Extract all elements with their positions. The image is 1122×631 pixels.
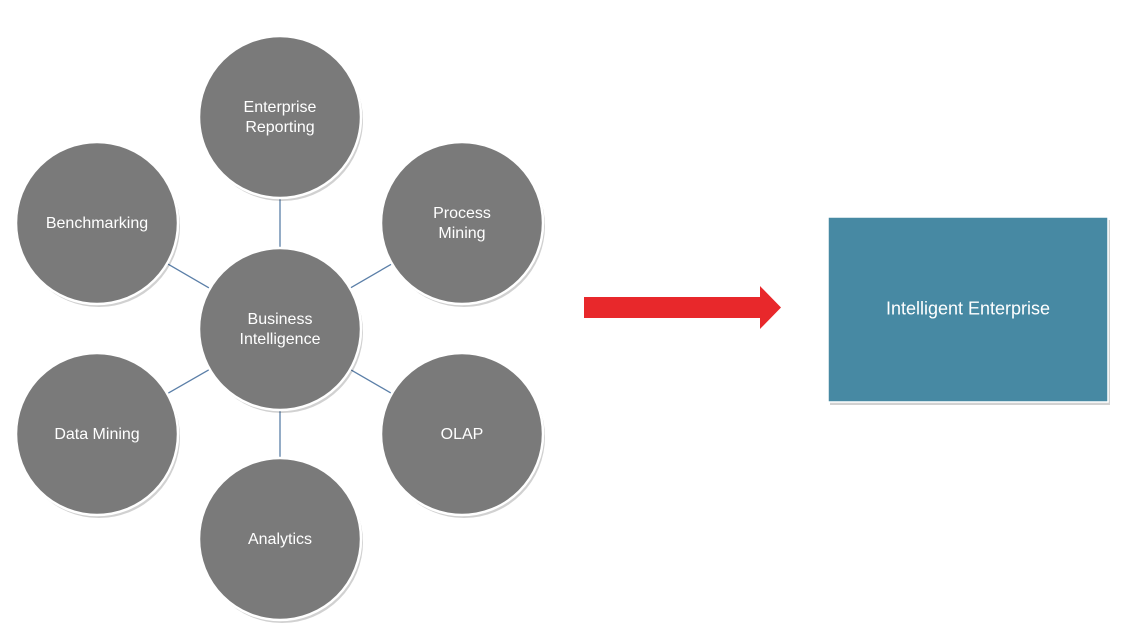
intelligent-enterprise-box: Intelligent Enterprise xyxy=(827,216,1110,405)
node-benchmarking-circle xyxy=(14,140,180,306)
node-benchmarking: Benchmarking xyxy=(14,140,180,307)
node-analytics-label-line-1: Analytics xyxy=(248,531,312,548)
connector-lines xyxy=(166,198,393,458)
node-olap-label-line-1: OLAP xyxy=(441,426,484,443)
node-analytics: Analytics xyxy=(197,456,363,623)
node-olap: OLAP xyxy=(379,351,545,518)
node-data-mining-label-line-1: Data Mining xyxy=(54,426,139,443)
node-enterprise-reporting-circle xyxy=(197,34,363,200)
node-business-intelligence-circle xyxy=(197,246,363,412)
node-process-mining-circle xyxy=(379,140,545,306)
node-enterprise-reporting-label-line-1: Enterprise xyxy=(244,99,317,116)
node-benchmarking-label-line-1: Benchmarking xyxy=(46,215,148,232)
node-process-mining-label-line-2: Mining xyxy=(438,225,485,242)
node-business-intelligence-label-line-1: Business xyxy=(248,311,313,328)
node-business-intelligence-label-line-2: Intelligence xyxy=(240,331,321,348)
connector-process-mining xyxy=(349,263,393,289)
right-arrow xyxy=(584,286,781,329)
connector-olap xyxy=(349,368,393,395)
node-olap-circle xyxy=(379,351,545,517)
connector-benchmarking xyxy=(166,263,211,289)
node-data-mining-circle xyxy=(14,351,180,517)
node-data-mining: Data Mining xyxy=(14,351,180,518)
connector-data-mining xyxy=(166,368,211,395)
node-analytics-circle xyxy=(197,456,363,622)
node-process-mining-label-line-1: Process xyxy=(433,205,491,222)
node-enterprise-reporting-label-line-2: Reporting xyxy=(245,119,314,136)
intelligent-enterprise-label: Intelligent Enterprise xyxy=(886,298,1050,318)
